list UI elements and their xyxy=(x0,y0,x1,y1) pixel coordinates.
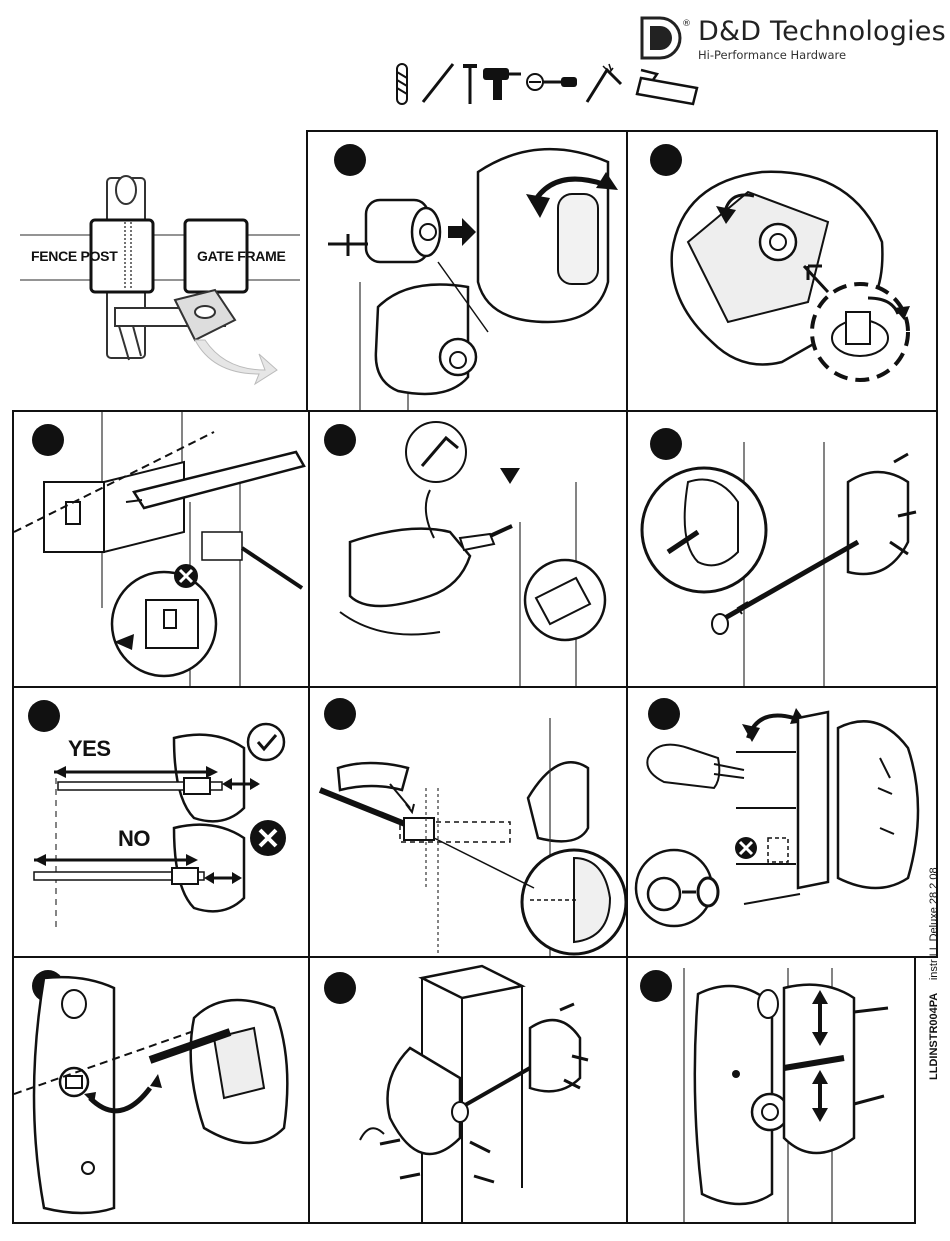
svg-text:®: ® xyxy=(682,19,691,29)
brand-tagline: Hi-Performance Hardware xyxy=(698,48,846,62)
no-label: NO xyxy=(118,826,150,852)
step-7-panel: YES NO xyxy=(12,686,310,958)
fence-post-label: FENCE POST xyxy=(31,248,117,264)
step-5-panel xyxy=(626,410,938,688)
screwdriver-icon xyxy=(527,74,577,90)
brand-header: ® D&D Technologies Hi-Performance Hardwa… xyxy=(636,14,936,64)
step-8-panel xyxy=(308,686,628,958)
step-1-panel xyxy=(306,130,628,412)
power-drill-icon xyxy=(483,68,521,100)
saw-icon xyxy=(637,70,697,104)
intro-illustration: FENCE POST GATE FRAME xyxy=(15,140,305,400)
step-12-panel xyxy=(626,956,916,1224)
step-11-panel xyxy=(308,956,628,1224)
pencil-icon xyxy=(423,64,453,102)
nail-icon xyxy=(463,64,477,104)
hex-key-icon xyxy=(587,64,621,102)
yes-label: YES xyxy=(68,736,111,762)
step-3-panel xyxy=(12,410,310,688)
document-code-main: LLDINSTR004PA xyxy=(928,993,940,1080)
tools-row xyxy=(395,58,705,108)
step-10-panel xyxy=(12,956,310,1224)
brand-name: D&D Technologies xyxy=(698,16,946,47)
step-2-panel xyxy=(626,130,938,412)
step-4-panel xyxy=(308,410,628,688)
drill-bit-icon xyxy=(397,64,407,104)
document-code-sub: instr LL Deluxe 28 2 08 xyxy=(928,867,940,980)
dd-logo-icon: ® xyxy=(636,14,694,60)
step-9-panel xyxy=(626,686,938,958)
gate-frame-label: GATE FRAME xyxy=(197,248,286,264)
document-code: LLDINSTR004PA instr LL Deluxe 28 2 08 xyxy=(928,867,940,1080)
